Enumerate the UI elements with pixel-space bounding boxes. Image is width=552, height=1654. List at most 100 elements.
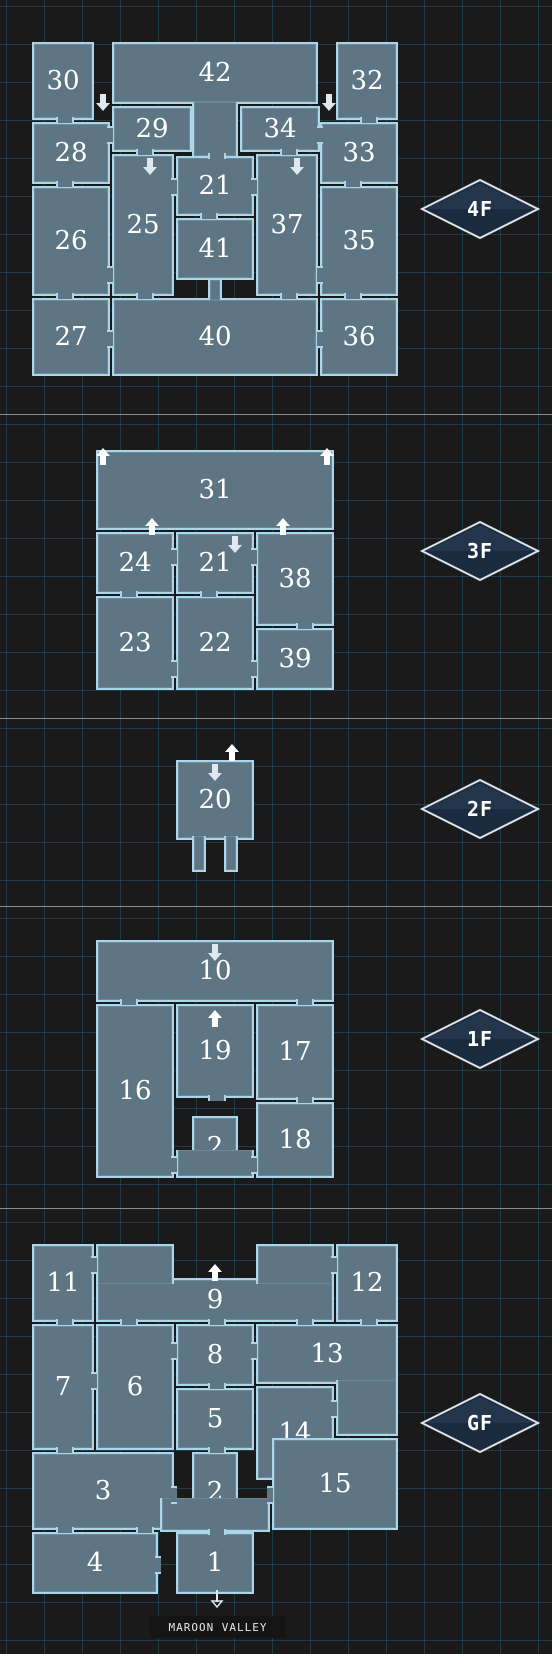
door (360, 117, 378, 123)
stairs-down-icon (96, 94, 110, 112)
room-13[interactable]: 13 (256, 1324, 398, 1384)
room-20[interactable]: 20 (176, 760, 254, 840)
room-3[interactable]: 3 (32, 1452, 174, 1530)
room-10[interactable]: 10 (96, 940, 334, 1002)
floor-badge-3f[interactable]: 3F (420, 520, 540, 582)
floor-badge-label: GF (466, 1411, 494, 1435)
floor-badge-4f[interactable]: 4F (420, 178, 540, 240)
floor-badge-2f[interactable]: 2F (420, 778, 540, 840)
room-20-leg-right[interactable] (224, 836, 238, 872)
door (208, 153, 226, 159)
room-35[interactable]: 35 (320, 186, 398, 296)
room-24[interactable]: 24 (96, 532, 174, 594)
room-2-base[interactable] (160, 1498, 270, 1532)
room-22[interactable]: 22 (176, 596, 254, 690)
floor-badge-gf[interactable]: GF (420, 1392, 540, 1454)
floor-badge-label: 2F (466, 797, 494, 821)
room-6[interactable]: 6 (96, 1324, 174, 1450)
room-17[interactable]: 17 (256, 1004, 334, 1100)
door (171, 178, 177, 196)
room-1[interactable]: 1 (176, 1532, 254, 1594)
room-2-base[interactable] (176, 1150, 254, 1178)
door (200, 591, 218, 597)
door (56, 1319, 74, 1325)
door (56, 181, 74, 187)
room-16[interactable]: 16 (96, 1004, 174, 1178)
room-40[interactable]: 40 (112, 298, 318, 376)
door (56, 293, 74, 299)
room-7[interactable]: 7 (32, 1324, 94, 1450)
room-36[interactable]: 36 (320, 298, 398, 376)
floor-badge-label: 1F (466, 1027, 494, 1051)
room-38[interactable]: 38 (256, 532, 334, 626)
door (251, 1156, 257, 1174)
door (107, 266, 113, 284)
room-30[interactable]: 30 (32, 42, 94, 120)
door (171, 1156, 177, 1174)
door (317, 266, 323, 284)
door (331, 1256, 337, 1274)
door (251, 660, 257, 678)
door (331, 1400, 337, 1418)
room-9-left-wing[interactable] (96, 1244, 174, 1284)
floor-divider (0, 718, 552, 719)
room-42[interactable]: 42 (112, 42, 318, 104)
room-13-tail[interactable] (336, 1380, 398, 1436)
door (136, 293, 154, 299)
floor-divider (0, 906, 552, 907)
door (317, 126, 323, 144)
door (280, 293, 298, 299)
room-23[interactable]: 23 (96, 596, 174, 690)
room-28[interactable]: 28 (32, 122, 110, 184)
door (171, 660, 177, 678)
door (208, 1319, 226, 1325)
room-9[interactable]: 9 (96, 1278, 334, 1322)
room-33[interactable]: 33 (320, 122, 398, 184)
room-11[interactable]: 11 (32, 1244, 94, 1322)
door (120, 591, 138, 597)
room-4[interactable]: 4 (32, 1532, 158, 1594)
room-21[interactable]: 21 (176, 156, 254, 216)
room-37[interactable]: 37 (256, 154, 318, 296)
room-32[interactable]: 32 (336, 42, 398, 120)
room-39[interactable]: 39 (256, 628, 334, 690)
door (171, 1342, 177, 1360)
room-26[interactable]: 26 (32, 186, 110, 296)
exit-arrow-icon (210, 1590, 224, 1612)
room-21[interactable]: 21 (176, 532, 254, 594)
door (107, 126, 113, 144)
room-18[interactable]: 18 (256, 1102, 334, 1178)
room-29[interactable]: 29 (112, 106, 192, 152)
door (267, 1486, 273, 1504)
door (56, 1447, 74, 1453)
door (171, 548, 177, 566)
room-5[interactable]: 5 (176, 1388, 254, 1450)
room-31[interactable]: 31 (96, 450, 334, 530)
room-42-stem[interactable] (192, 102, 238, 158)
room-15[interactable]: 15 (272, 1438, 398, 1530)
floor-divider (0, 414, 552, 415)
room-9-right-wing[interactable] (256, 1244, 334, 1284)
door (107, 330, 113, 348)
floor-divider (0, 1208, 552, 1209)
door (155, 1556, 161, 1574)
room-34[interactable]: 34 (240, 106, 320, 152)
room-25[interactable]: 25 (112, 154, 174, 296)
door (251, 1342, 257, 1360)
floor-badge-label: 4F (466, 197, 494, 221)
floor-badge-1f[interactable]: 1F (420, 1008, 540, 1070)
room-41[interactable]: 41 (176, 218, 254, 280)
room-19[interactable]: 19 (176, 1004, 254, 1098)
exit-label-maroon-valley[interactable]: MAROON VALLEY (150, 1616, 286, 1638)
room-20-leg-left[interactable] (192, 836, 206, 872)
room-8[interactable]: 8 (176, 1324, 254, 1386)
door (56, 1527, 74, 1533)
door (296, 1319, 314, 1325)
door (136, 1527, 154, 1533)
door (296, 623, 314, 629)
floor-badge-label: 3F (466, 539, 494, 563)
door (317, 330, 323, 348)
room-27[interactable]: 27 (32, 298, 110, 376)
room-40-notch[interactable] (208, 278, 222, 300)
room-12[interactable]: 12 (336, 1244, 398, 1322)
